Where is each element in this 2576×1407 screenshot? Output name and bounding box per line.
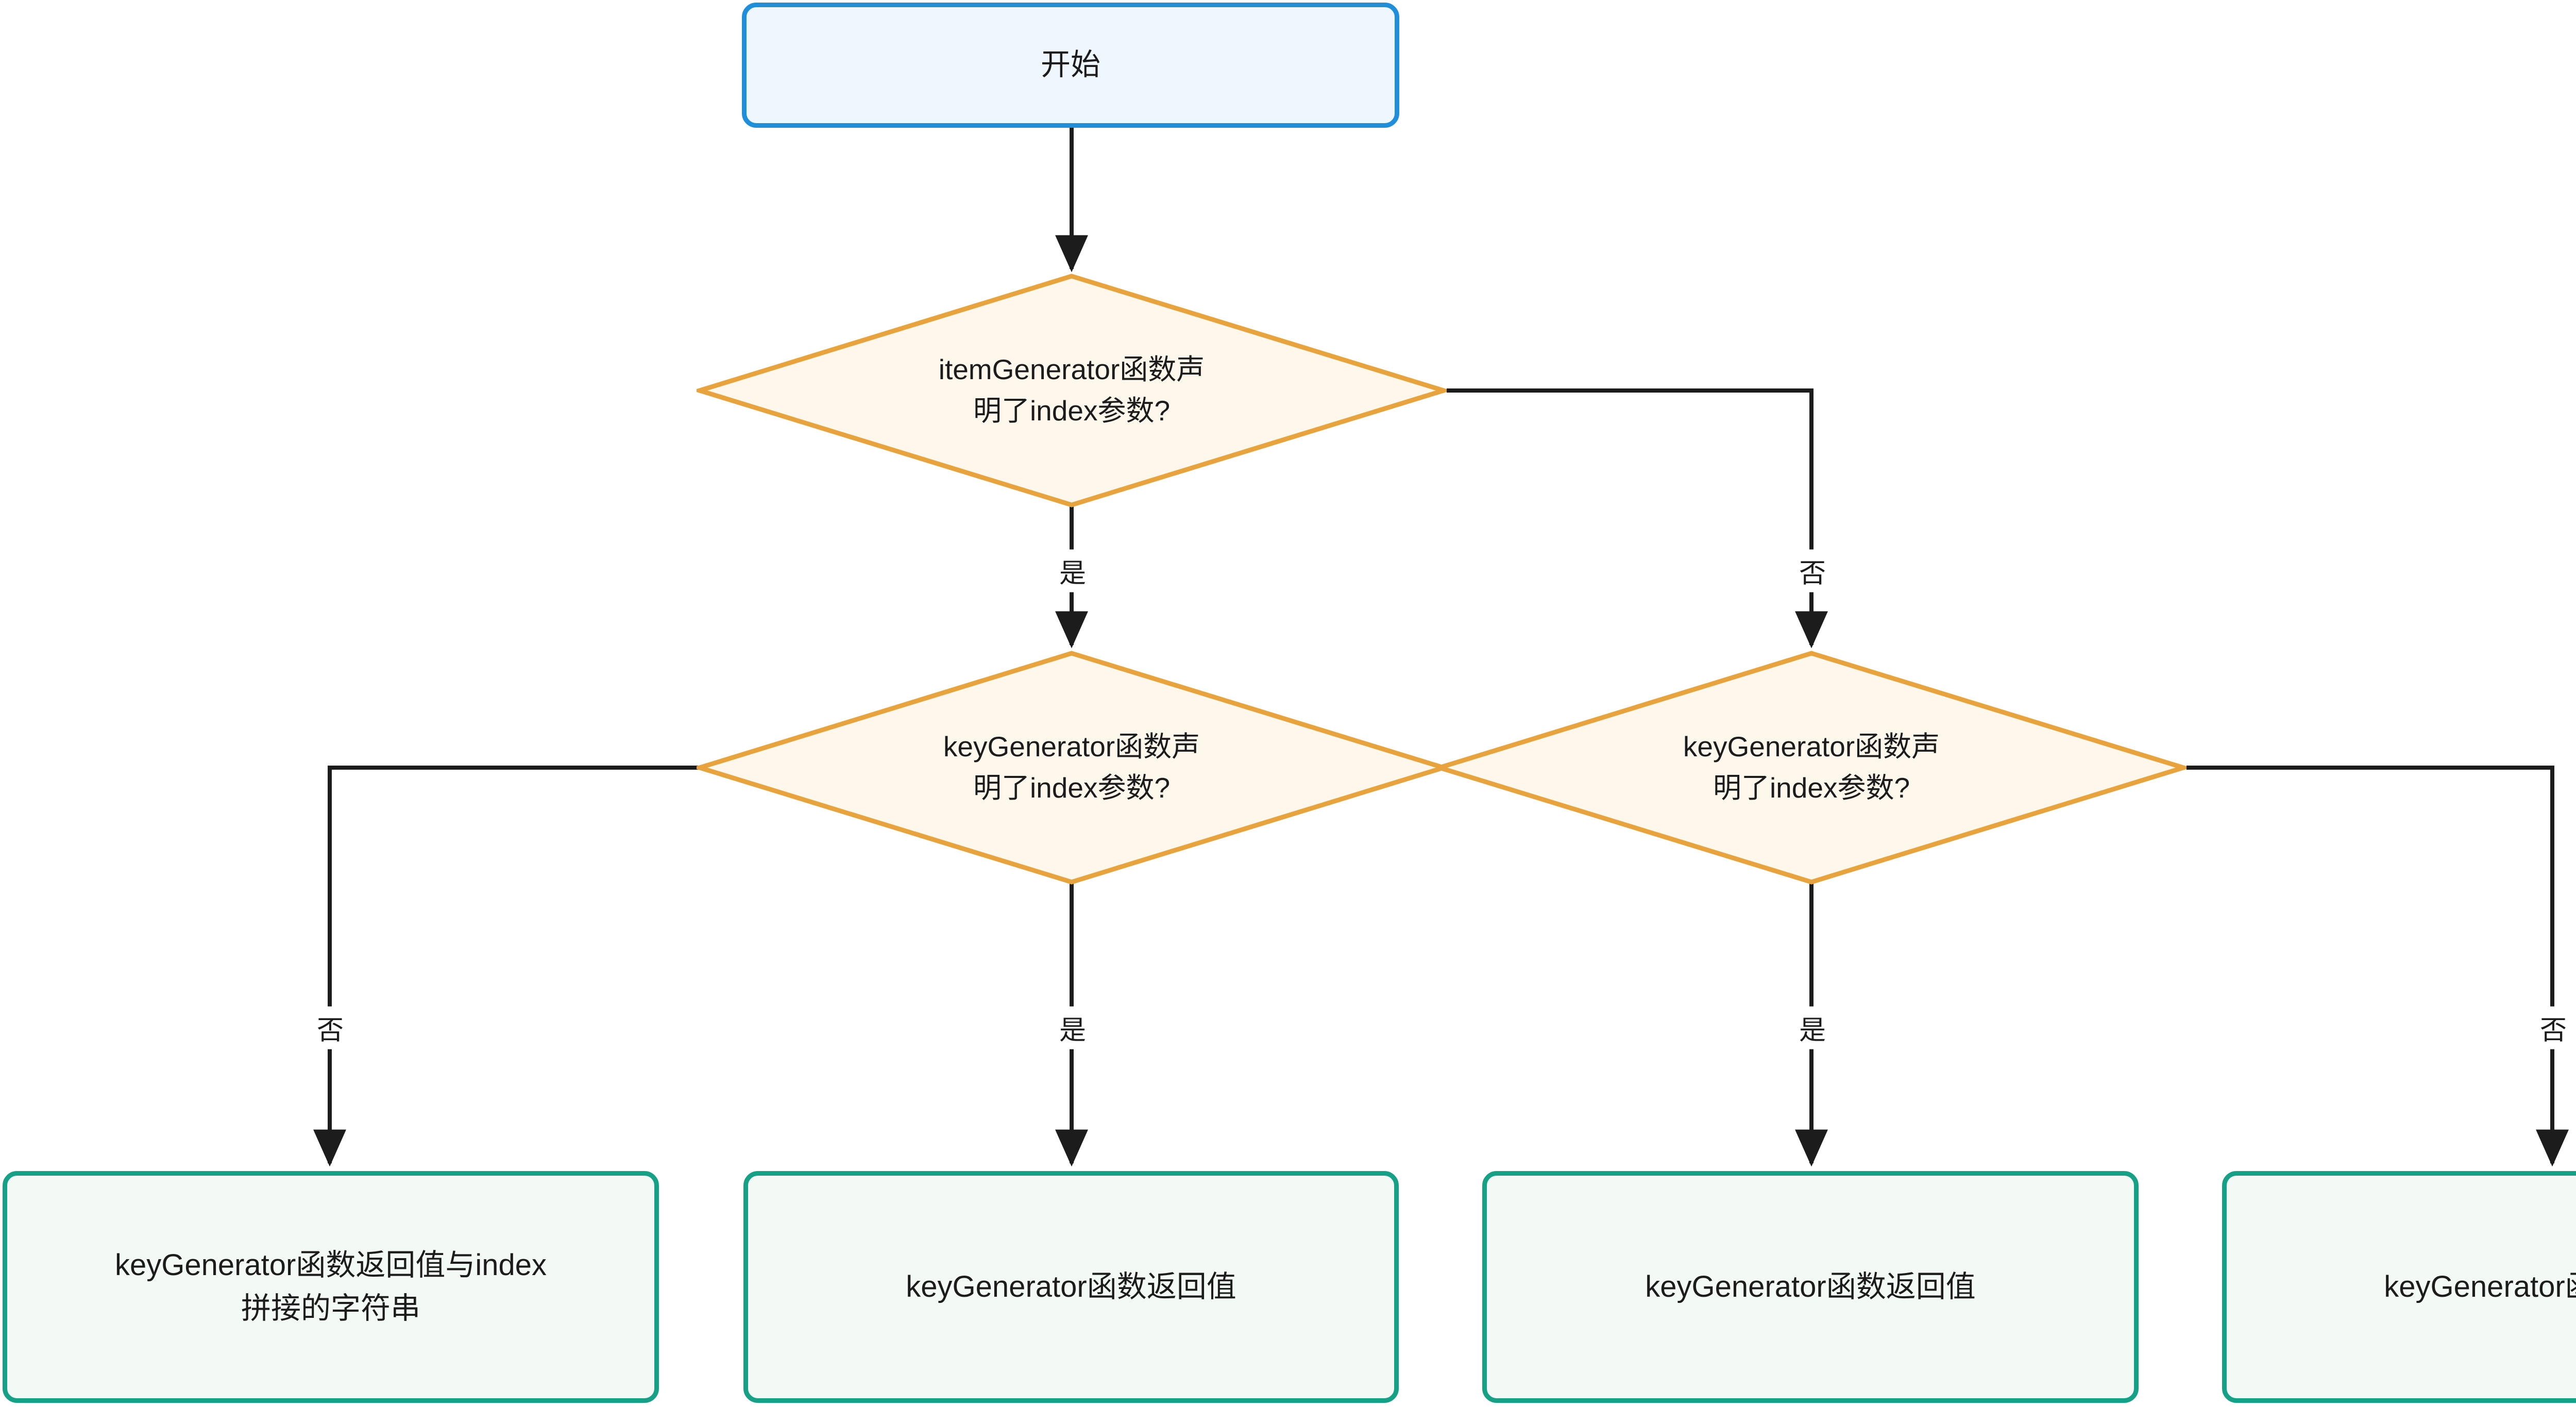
edge-label-keygenerator-right-yes: 是	[1793, 1006, 1832, 1049]
edge-label-keygenerator-left-no: 否	[311, 1006, 349, 1049]
diamond-shape-icon	[1436, 651, 2187, 885]
node-decision-itemgenerator[interactable]: itemGenerator函数声 明了index参数?	[697, 273, 1447, 508]
node-result-concat-label: keyGenerator函数返回值与index 拼接的字符串	[114, 1248, 547, 1325]
edge-label-keygenerator-right-no: 否	[2534, 1006, 2572, 1049]
node-decision-keygenerator-right[interactable]: keyGenerator函数声 明了index参数?	[1436, 650, 2187, 885]
node-result-plain-1-label: keyGenerator函数返回值	[906, 1269, 1236, 1303]
node-decision-keygenerator-left[interactable]: keyGenerator函数声 明了index参数?	[697, 650, 1447, 885]
node-result-plain-2[interactable]: keyGenerator函数返回值	[1482, 1171, 2139, 1403]
node-start[interactable]: 开始	[742, 3, 1399, 128]
node-decision-keygenerator-left-label: keyGenerator函数声 明了index参数?	[943, 731, 1200, 804]
node-result-plain-2-label: keyGenerator函数返回值	[1645, 1269, 1976, 1303]
edge-keygenerator-right-no	[2187, 766, 2569, 1167]
edge-keygenerator-left-no	[313, 766, 699, 1167]
node-result-concat[interactable]: keyGenerator函数返回值与index 拼接的字符串	[3, 1171, 659, 1403]
edge-itemgenerator-no	[1447, 388, 1828, 649]
node-start-label: 开始	[1040, 48, 1100, 82]
edge-label-itemgenerator-yes: 是	[1054, 549, 1092, 592]
node-result-plain-3-label: keyGenerator函数返回值	[2384, 1269, 2576, 1303]
edge-label-keygenerator-left-yes: 是	[1054, 1006, 1092, 1049]
node-result-plain-1[interactable]: keyGenerator函数返回值	[743, 1171, 1399, 1403]
edge-label-itemgenerator-no: 否	[1793, 549, 1832, 592]
node-decision-keygenerator-right-label: keyGenerator函数声 明了index参数?	[1683, 731, 1940, 804]
node-result-plain-3[interactable]: keyGenerator函数返回值	[2222, 1171, 2576, 1403]
diamond-shape-icon	[697, 651, 1447, 885]
node-decision-itemgenerator-label: itemGenerator函数声 明了index参数?	[938, 353, 1205, 427]
diamond-shape-icon	[697, 274, 1447, 507]
